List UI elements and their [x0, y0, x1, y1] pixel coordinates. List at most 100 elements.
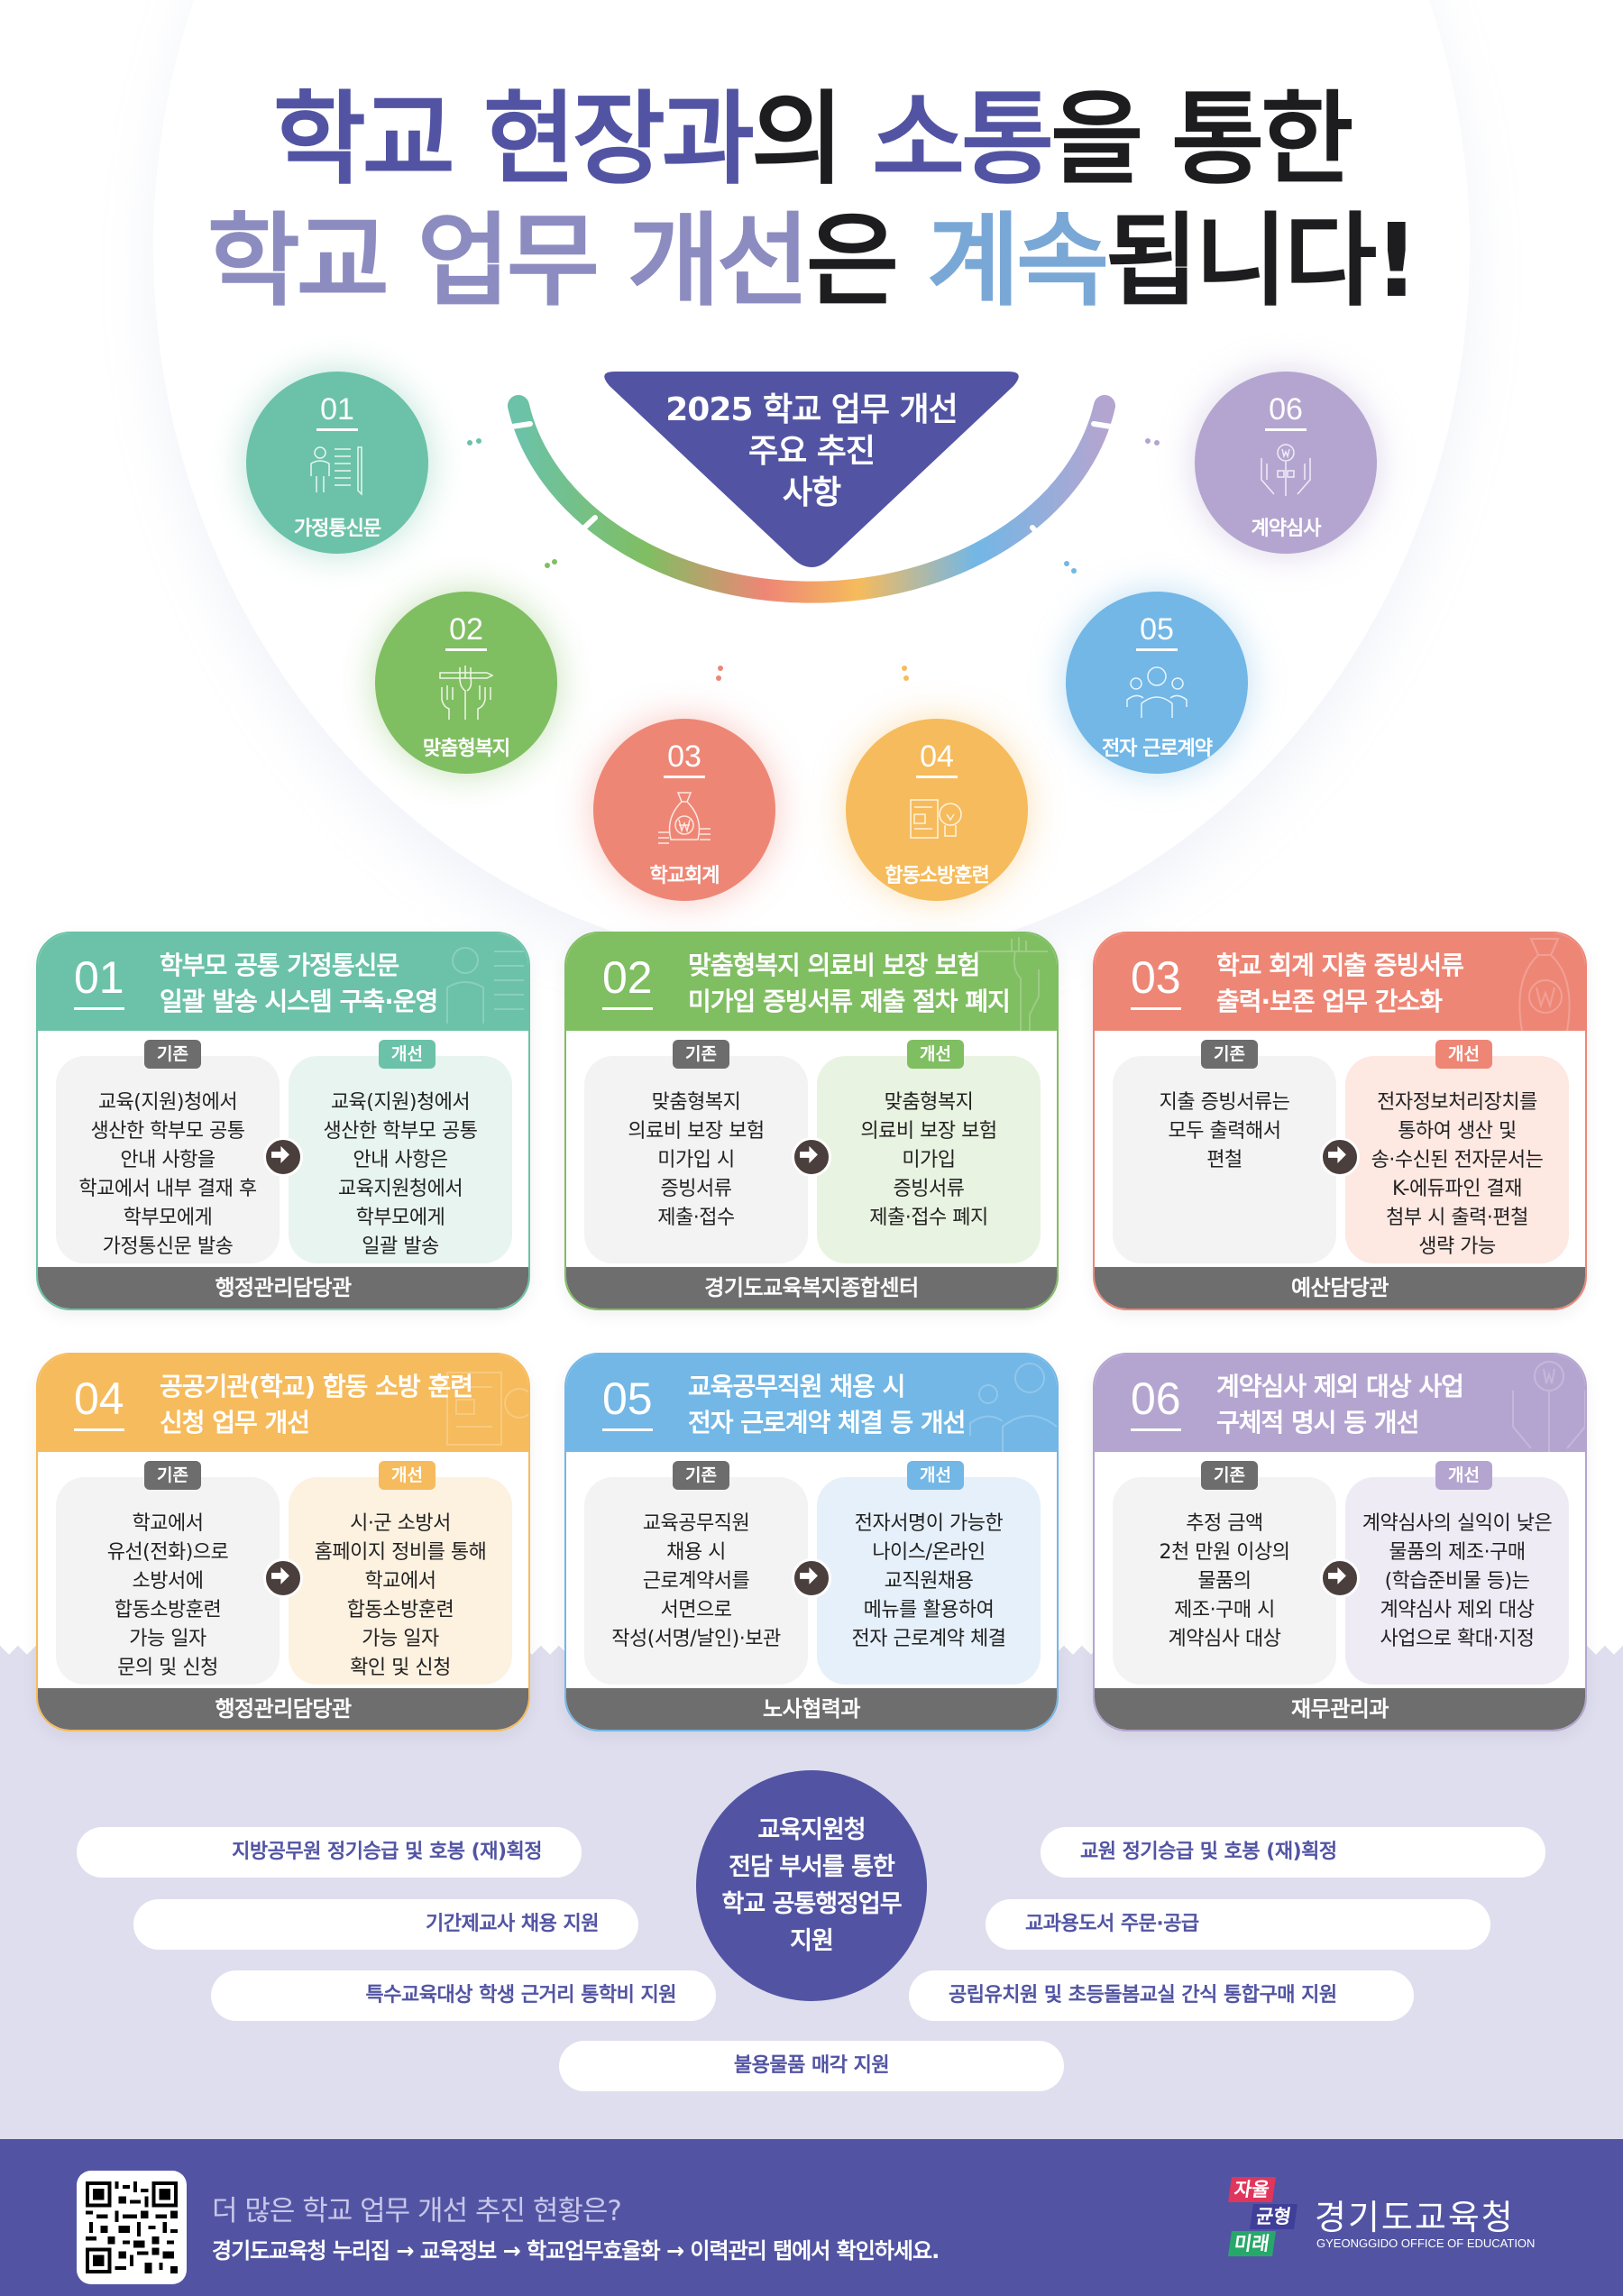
before-tag: 기존	[673, 1461, 729, 1490]
circle-label: 학교회계	[649, 865, 720, 887]
title-segment: 의	[750, 81, 873, 198]
before-description: 교육공무직원 채용 시 근로계약서를 서면으로 작성(서명/날인)·보관	[584, 1477, 808, 1685]
progress-arc	[508, 395, 1115, 623]
card-body: 기존 개선 추정 금액 2천 만원 이상의 물품의 제조·구매 시 계약심사 대…	[1095, 1452, 1585, 1692]
improvement-card-02: 02 맞춤형복지 의료비 보장 보험 미가입 증빙서류 제출 절차 폐지 기존 …	[564, 932, 1059, 1310]
hub-title-text: 2025 학교 업무 개선 주요 추진 사항	[597, 390, 1026, 514]
card-number: 05	[602, 1374, 653, 1431]
title-segment: 을 통한	[1050, 81, 1353, 198]
title-segment: 학교 업무 개선	[206, 203, 810, 320]
card-title: 공공기관(학교) 합동 소방 훈련 신청 업무 개선	[160, 1372, 473, 1437]
card-header: 01 학부모 공통 가정통신문 일괄 발송 시스템 구축·운영	[38, 933, 528, 1031]
before-description: 교육(지원)청에서 생산한 학부모 공통 안내 사항을 학교에서 내부 결재 후…	[56, 1056, 280, 1263]
title-line-2: 학교 업무 개선은 계속됩니다!	[0, 201, 1623, 323]
decor-dots	[545, 559, 563, 568]
after-description: 전자정보처리장치를 통하여 생산 및 송·수신된 전자문서는 K-에듀파인 결재…	[1345, 1056, 1569, 1263]
card-body: 기존 개선 지출 증빙서류는 모두 출력해서 편철 전자정보처리장치를 통하여 …	[1095, 1031, 1585, 1271]
after-description: 시·군 소방서 홈페이지 정비를 통해 학교에서 합동소방훈련 가능 일자 확인…	[289, 1477, 512, 1685]
arrow-right-icon	[1320, 1137, 1360, 1177]
title-segment: 학교 현장과	[272, 81, 755, 198]
after-tag: 개선	[379, 1461, 436, 1490]
card-header: 03 학교 회계 지출 증빙서류 출력·보존 업무 간소화	[1095, 933, 1585, 1031]
circle-number: 06	[1265, 393, 1307, 431]
before-description: 학교에서 유선(전화)으로 소방서에 합동소방훈련 가능 일자 문의 및 신청	[56, 1477, 280, 1685]
card-title: 학교 회계 지출 증빙서류 출력·보존 업무 간소화	[1216, 951, 1464, 1016]
card-body: 기존 개선 맞춤형복지 의료비 보장 보험 미가입 시 증빙서류 제출·접수 맞…	[566, 1031, 1057, 1271]
department-label: 행정관리담당관	[38, 1267, 528, 1309]
arrow-right-icon	[792, 1137, 831, 1177]
title-line-1: 학교 현장과의 소통을 통한	[0, 79, 1623, 201]
before-description: 지출 증빙서류는 모두 출력해서 편철	[1113, 1056, 1336, 1263]
hub-title: 2025 학교 업무 개선 주요 추진 사항	[597, 372, 1026, 570]
decor-dots	[716, 666, 734, 684]
qr-code-icon[interactable]	[77, 2171, 187, 2284]
card-number: 01	[74, 953, 124, 1010]
circle-number: 01	[316, 393, 358, 431]
improvement-card-04: 04 공공기관(학교) 합동 소방 훈련 신청 업무 개선 기존 개선 학교에서…	[36, 1353, 530, 1731]
card-body: 기존 개선 교육공무직원 채용 시 근로계약서를 서면으로 작성(서명/날인)·…	[566, 1452, 1057, 1692]
after-tag: 개선	[1435, 1040, 1492, 1069]
slogan-badge: 균형	[1250, 2204, 1297, 2229]
card-body: 기존 개선 학교에서 유선(전화)으로 소방서에 합동소방훈련 가능 일자 문의…	[38, 1452, 528, 1692]
money-bag-icon	[1518, 938, 1571, 1031]
hub-title-line: 사항	[782, 474, 841, 511]
before-tag: 기존	[144, 1040, 201, 1069]
hub-title-line: 2025 학교 업무 개선	[665, 391, 958, 428]
before-description: 맞춤형복지 의료비 보장 보험 미가입 시 증빙서류 제출·접수	[584, 1056, 808, 1263]
before-tag: 기존	[1201, 1461, 1258, 1490]
improvement-card-06: 06 계약심사 제외 대상 사업 구체적 명시 등 개선 기존 개선 추정 금액…	[1093, 1353, 1587, 1731]
support-item: 교과용도서 주문·공급	[986, 1899, 1490, 1950]
organization-logo: 경기도교육청	[1315, 2198, 1515, 2237]
card-number: 02	[602, 953, 653, 1010]
after-description: 계약심사의 실익이 낮은 물품의 제조·구매 (학습준비물 등)는 계약심사 제…	[1345, 1477, 1569, 1685]
card-number: 06	[1131, 1374, 1181, 1431]
card-title: 학부모 공통 가정통신문 일괄 발송 시스템 구축·운영	[160, 951, 438, 1016]
after-tag: 개선	[1435, 1461, 1492, 1490]
decor-dots	[1145, 436, 1163, 445]
person-document-icon	[446, 947, 524, 1024]
before-tag: 기존	[673, 1040, 729, 1069]
person-document-icon	[310, 446, 362, 496]
support-item: 불용물품 매각 지원	[559, 2041, 1064, 2091]
title-segment: 은	[805, 203, 927, 320]
qr-pattern	[86, 2181, 178, 2273]
after-description: 전자서명이 가능한 나이스/온라인 교직원채용 메뉴를 활용하여 전자 근로계약…	[817, 1477, 1041, 1685]
support-item: 공립유치원 및 초등돌봄교실 간식 통합구매 지원	[909, 1970, 1414, 2021]
department-label: 노사협력과	[566, 1688, 1057, 1730]
raised-hands-icon	[439, 666, 494, 720]
arrow-right-icon	[1320, 1558, 1360, 1598]
after-tag: 개선	[379, 1040, 436, 1069]
support-item: 특수교육대상 학생 근거리 통학비 지원	[211, 1970, 716, 2021]
department-label: 재무관리과	[1095, 1688, 1585, 1730]
slogan-logo: 자율 균형 미래	[1228, 2177, 1302, 2258]
topic-circle-03: 03 학교회계	[593, 719, 775, 901]
decor-dots	[1064, 561, 1082, 579]
hands-coin-icon	[1512, 1361, 1585, 1452]
card-header: 05 교육공무직원 채용 시 전자 근로계약 체결 등 개선	[566, 1355, 1057, 1452]
support-hub: 교육지원청 전담 부서를 통한 학교 공통행정업무 지원	[696, 1770, 927, 2001]
arrow-right-icon	[792, 1558, 831, 1598]
circle-label: 맞춤형복지	[422, 738, 510, 760]
topic-circle-05: 05 전자 근로계약	[1066, 592, 1248, 774]
circle-number: 05	[1136, 613, 1178, 651]
card-header: 06 계약심사 제외 대상 사업 구체적 명시 등 개선	[1095, 1355, 1585, 1452]
circle-label: 가정통신문	[293, 518, 381, 540]
arrow-right-icon	[263, 1137, 303, 1177]
support-item: 기간제교사 채용 지원	[133, 1899, 638, 1950]
money-bag-icon	[658, 792, 711, 844]
after-description: 맞춤형복지 의료비 보장 보험 미가입 증빙서류 제출·접수 폐지	[817, 1056, 1041, 1263]
department-label: 예산담당관	[1095, 1267, 1585, 1309]
card-number: 04	[74, 1374, 124, 1431]
card-number: 03	[1131, 953, 1181, 1010]
improvement-card-05: 05 교육공무직원 채용 시 전자 근로계약 체결 등 개선 기존 개선 교육공…	[564, 1353, 1059, 1731]
after-description: 교육(지원)청에서 생산한 학부모 공통 안내 사항은 교육지원청에서 학부모에…	[289, 1056, 512, 1263]
before-tag: 기존	[144, 1461, 201, 1490]
topic-circle-02: 02 맞춤형복지	[375, 592, 557, 774]
circle-number: 03	[664, 740, 705, 778]
improvement-card-03: 03 학교 회계 지출 증빙서류 출력·보존 업무 간소화 기존 개선 지출 증…	[1093, 932, 1587, 1310]
card-body: 기존 개선 교육(지원)청에서 생산한 학부모 공통 안내 사항을 학교에서 내…	[38, 1031, 528, 1271]
triangle-shape	[604, 372, 1019, 567]
hub-title-line: 주요 추진	[747, 433, 876, 470]
people-group-icon	[969, 1363, 1057, 1452]
